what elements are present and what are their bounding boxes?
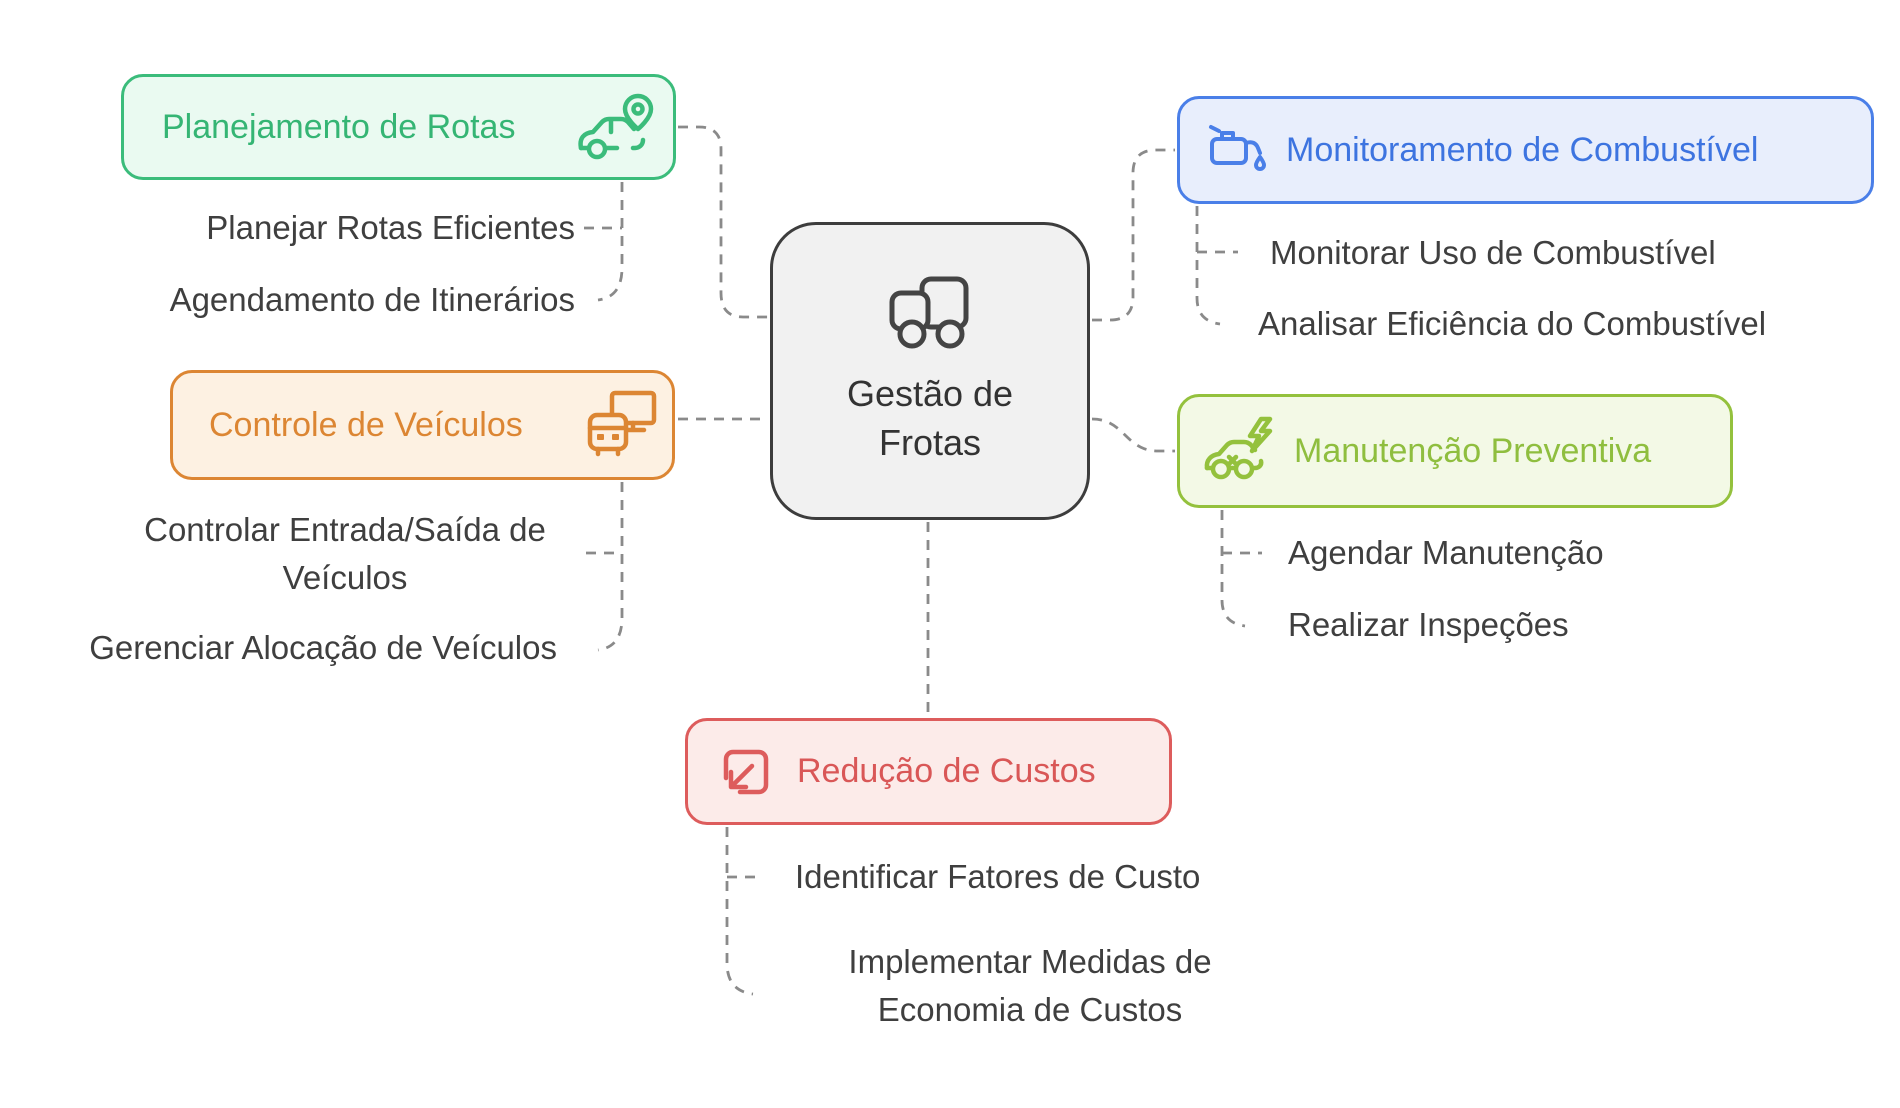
branch-manutencao-preventiva[interactable]: Manutenção Preventiva: [1177, 394, 1733, 508]
leaf-implementar-medidas-de-economia-de-custos[interactable]: Implementar Medidas de Economia de Custo…: [848, 943, 1212, 1028]
center-node-gestao-de-frotas[interactable]: Gestão de Frotas: [770, 222, 1090, 520]
branch-label-planejamento-de-rotas: Planejamento de Rotas: [162, 107, 516, 146]
leaf-analisar-eficiencia-do-combustivel[interactable]: Analisar Eficiência do Combustível: [1258, 305, 1767, 342]
leaf-agendamento-de-itinerarios[interactable]: Agendamento de Itinerários: [169, 281, 575, 318]
leaf-monitorar-uso-de-combustivel[interactable]: Monitorar Uso de Combustível: [1270, 234, 1716, 271]
branch-label-controle-de-veiculos: Controle de Veículos: [209, 405, 523, 444]
leaf-identificar-fatores-de-custo[interactable]: Identificar Fatores de Custo: [795, 858, 1201, 895]
truck-icon: [889, 276, 969, 349]
leaf-planejar-rotas-eficientes[interactable]: Planejar Rotas Eficientes: [206, 209, 575, 246]
cost-decrease-arrow-icon: [723, 749, 769, 794]
branch-reducao-de-custos[interactable]: Redução de Custos: [685, 718, 1172, 825]
center-node-title: Gestão de Frotas: [847, 370, 1013, 467]
branch-label-monitoramento-de-combustivel: Monitoramento de Combustível: [1286, 130, 1759, 169]
branch-label-manutencao-preventiva: Manutenção Preventiva: [1294, 431, 1652, 470]
branch-monitoramento-de-combustivel[interactable]: Monitoramento de Combustível: [1177, 96, 1874, 204]
leaf-agendar-manutencao[interactable]: Agendar Manutenção: [1288, 534, 1604, 571]
leaf-gerenciar-alocacao-de-veiculos[interactable]: Gerenciar Alocação de Veículos: [89, 629, 557, 666]
leaf-realizar-inspecoes[interactable]: Realizar Inspeções: [1288, 606, 1569, 643]
leaf-controlar-entrada-saida-de-veiculos[interactable]: Controlar Entrada/Saída de Veículos: [144, 511, 546, 596]
car-lightning-icon: [1204, 416, 1273, 480]
oil-can-icon: [1209, 125, 1266, 171]
branch-controle-de-veiculos[interactable]: Controle de Veículos: [170, 370, 675, 480]
bus-monitor-icon: [587, 390, 657, 457]
center-title-line1: Gestão de: [846, 373, 1014, 415]
branch-planejamento-de-rotas[interactable]: Planejamento de Rotas: [121, 74, 676, 180]
car-location-pin-icon: [578, 93, 654, 160]
branch-label-reducao-de-custos: Redução de Custos: [797, 752, 1096, 790]
center-title-line2: Frotas: [878, 422, 982, 463]
